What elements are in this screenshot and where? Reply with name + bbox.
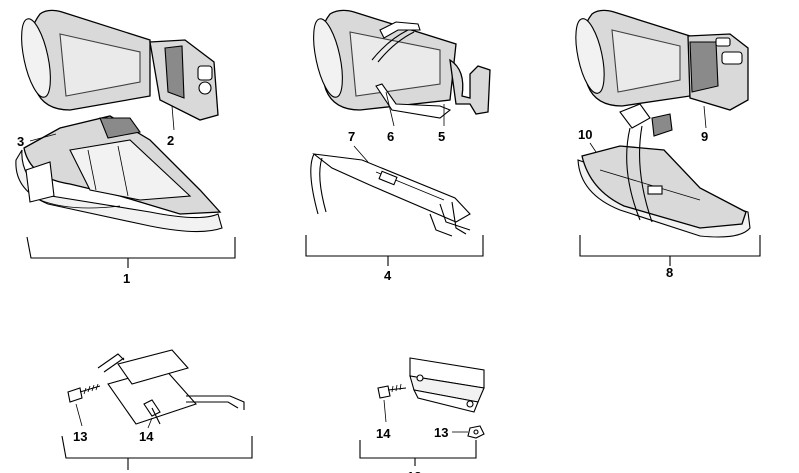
assembly-8-extinguisher-cradle <box>575 9 751 238</box>
label-part-14-left: 14 <box>139 429 154 444</box>
label-part-8: 8 <box>666 265 673 280</box>
label-part-12: 12 <box>407 469 421 473</box>
label-part-7: 7 <box>348 129 355 144</box>
bracket-12 <box>359 440 477 466</box>
bracket-part-7 <box>310 153 471 237</box>
leader-lines-mounting-plate <box>75 403 153 429</box>
label-part-10: 10 <box>578 127 592 142</box>
label-part-1: 1 <box>123 271 130 286</box>
label-part-3: 3 <box>17 134 24 149</box>
label-part-9: 9 <box>701 129 708 144</box>
label-part-4: 4 <box>384 268 392 283</box>
bracket-8 <box>579 235 761 266</box>
label-part-14-right: 14 <box>376 426 391 441</box>
leader-lines-1 <box>29 105 175 142</box>
label-part-5: 5 <box>438 129 445 144</box>
leader-lines-4 <box>353 91 445 163</box>
label-part-13-left: 13 <box>73 429 87 444</box>
label-part-6: 6 <box>387 129 394 144</box>
leader-lines-8 <box>589 105 707 153</box>
leader-lines-12 <box>383 399 468 433</box>
bracket-1 <box>26 236 236 268</box>
bracket-mounting-plate <box>61 435 253 470</box>
bracket-4 <box>305 235 484 266</box>
label-part-2: 2 <box>167 133 174 148</box>
assembly-12-angle-bracket <box>377 357 485 439</box>
assembly-4-extinguisher-strap <box>313 9 491 119</box>
assembly-1-extinguisher-holder <box>15 9 223 233</box>
assembly-mounting-plate <box>67 349 245 425</box>
label-part-13-right: 13 <box>434 425 448 440</box>
